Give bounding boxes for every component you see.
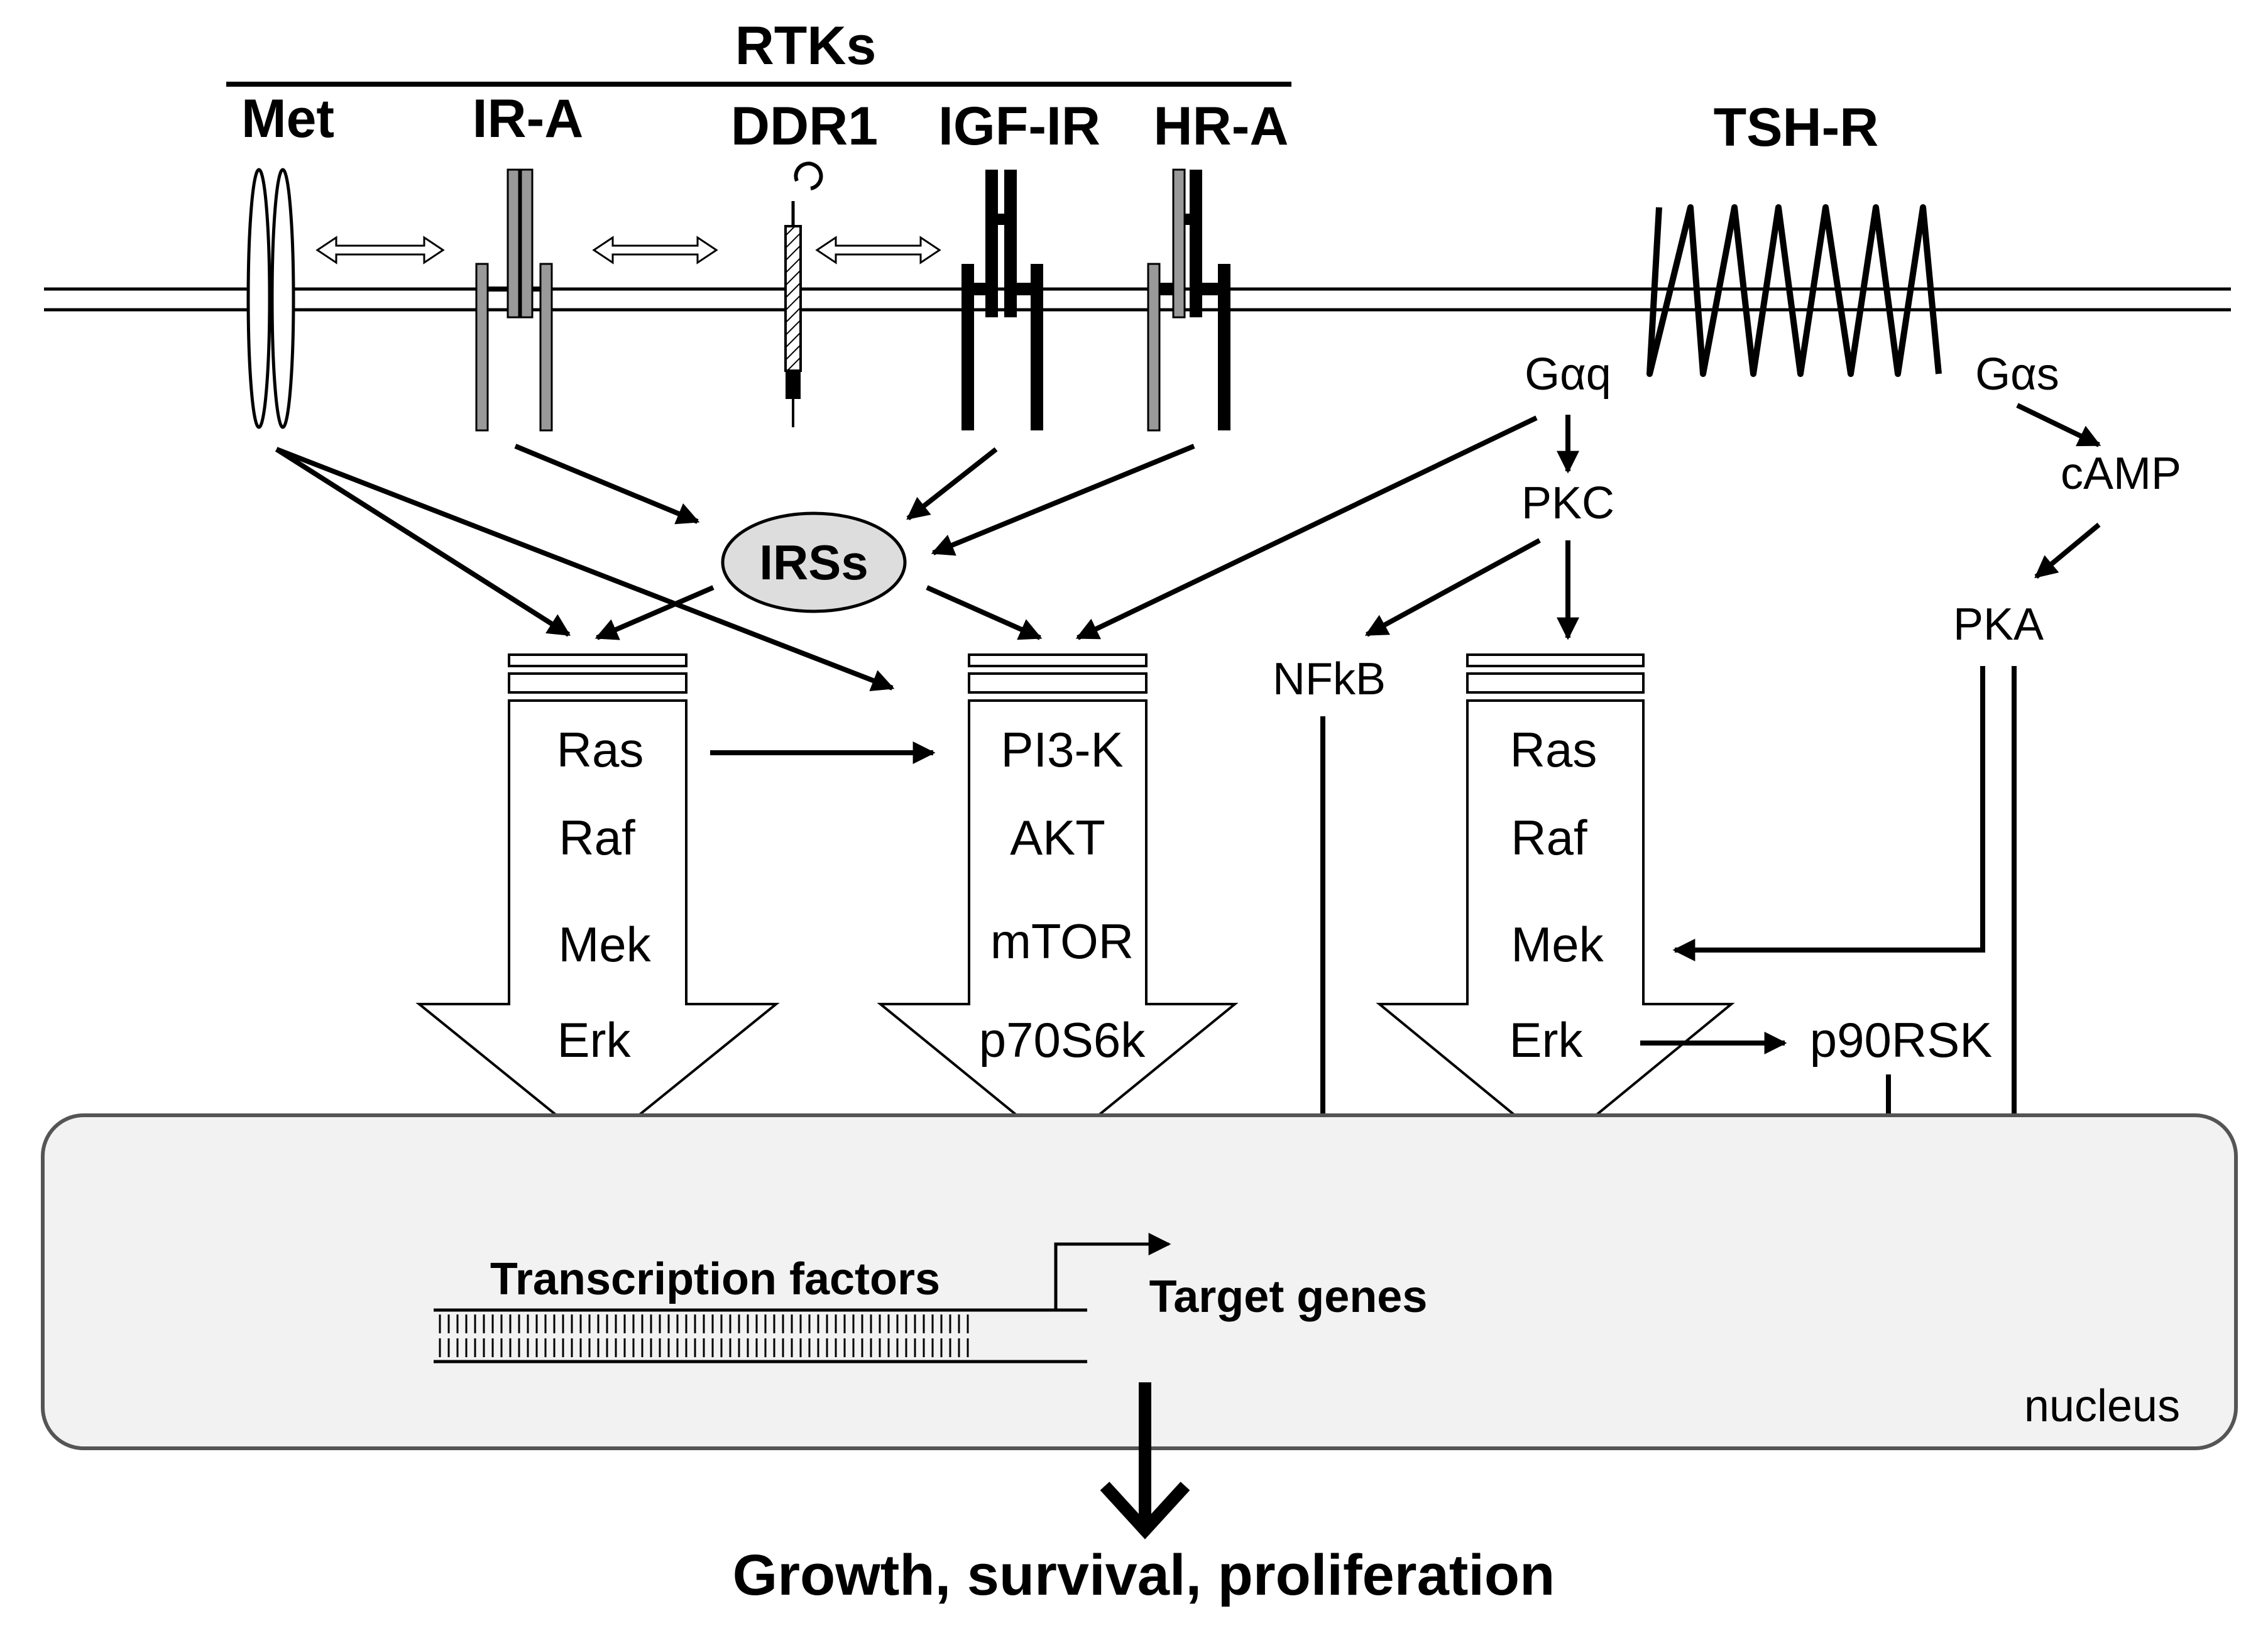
arrow-gaq-to-pi3k [1075,415,1538,640]
arrow-gas-to-camp [2016,403,2101,447]
kinase-erk: Erk [557,1012,632,1068]
arrow-hr-a-to-irss [931,444,1195,556]
igf-ir-receptor-shape [961,170,1043,430]
dna-double-helix [434,1308,1087,1363]
ir-a-receptor-shape [475,168,553,432]
receptor-label-ddr1: DDR1 [731,96,878,156]
kinase-erk: Erk [1509,1012,1584,1068]
cell-membrane [44,287,2231,312]
arrow-igf-ir-to-irss [906,447,998,521]
crosstalk-arrow-met-ir-a [315,236,445,265]
nucleus: nucleus Transcription factors Target gen… [41,1113,2238,1450]
nfkb-label: NFkB [1273,654,1386,704]
receptor-label-met: Met [241,89,334,149]
kinase-ras: Ras [1510,722,1597,777]
tsh-r-receptor-shape [1646,204,1942,377]
nucleus-label: nucleus [2024,1381,2180,1431]
outcome-arrow [1100,1382,1190,1539]
arrow-irss-to-pi3k [926,585,1043,640]
kinase-mek: Mek [1511,917,1604,972]
kinase-mek: Mek [558,917,651,972]
camp-label: cAMP [2061,449,2181,499]
pi3k-kinase-list: PI3-K AKT mTOR p70S6k [979,722,1146,1068]
outcome-label: Growth, survival, proliferation [733,1543,1555,1607]
signaling-arrows [275,403,2101,1190]
receptor-label-hr-a: HR-A [1154,96,1289,156]
target-genes-label: Target genes [1149,1272,1428,1322]
pathway-arrows [415,653,1735,1150]
arrow-camp-to-pka [2034,522,2101,579]
met-receptor-shape [246,168,295,429]
kinase-raf: Raf [1511,810,1587,865]
kinase-pi3k: PI3-K [1000,722,1123,777]
arrow-irss-to-mapk [594,585,715,640]
gas-label: Gαs [1975,349,2059,400]
kinase-mtor: mTOR [990,914,1134,969]
mapk-left-kinase-list: Ras Raf Mek Erk [557,722,652,1068]
crosstalk-arrow-ddr1-igf-ir [815,236,941,265]
pkc-label: PKC [1521,478,1614,528]
kinase-ras: Ras [557,722,644,777]
arrow-pkc-to-nfkb [1364,538,1541,637]
receptor-crosstalk-arrows [315,236,941,265]
pka-label: PKA [1953,599,2044,650]
mapk-right-pathway-arrow [1376,653,1735,1150]
irss-adaptor: IRSs [721,511,907,613]
hr-a-receptor-shape [1147,168,1230,432]
pi3k-pathway-arrow [877,653,1239,1150]
kinase-akt: AKT [1010,810,1105,865]
arrow-met-to-pi3k [275,447,895,692]
kinase-raf: Raf [559,810,635,865]
irss-label: IRSs [759,535,868,590]
transcription-start-arrow [1054,1233,1171,1310]
arrow-ir-a-to-irss [514,444,700,525]
crosstalk-arrow-ir-a-ddr1 [592,236,718,265]
p90rsk-label: p90RSK [1810,1012,1993,1068]
mapk-right-kinase-list: Ras Raf Mek Erk [1509,722,1604,1068]
kinase-p70s6k: p70S6k [979,1012,1146,1068]
receptor-label-igf-ir: IGF-IR [938,96,1100,156]
rtk-group-label: RTKs [735,16,877,76]
mapk-left-pathway-arrow [415,653,780,1150]
receptor-label-tsh-r: TSH-R [1714,97,1879,158]
arrow-met-to-mapk [275,447,571,637]
transcription-factors-label: Transcription factors [490,1254,940,1304]
receptor-label-ir-a: IR-A [473,89,584,149]
gaq-label: Gαq [1525,349,1611,400]
arrow-pka-to-mek [1672,666,1985,961]
ddr1-receptor-shape [784,161,823,427]
